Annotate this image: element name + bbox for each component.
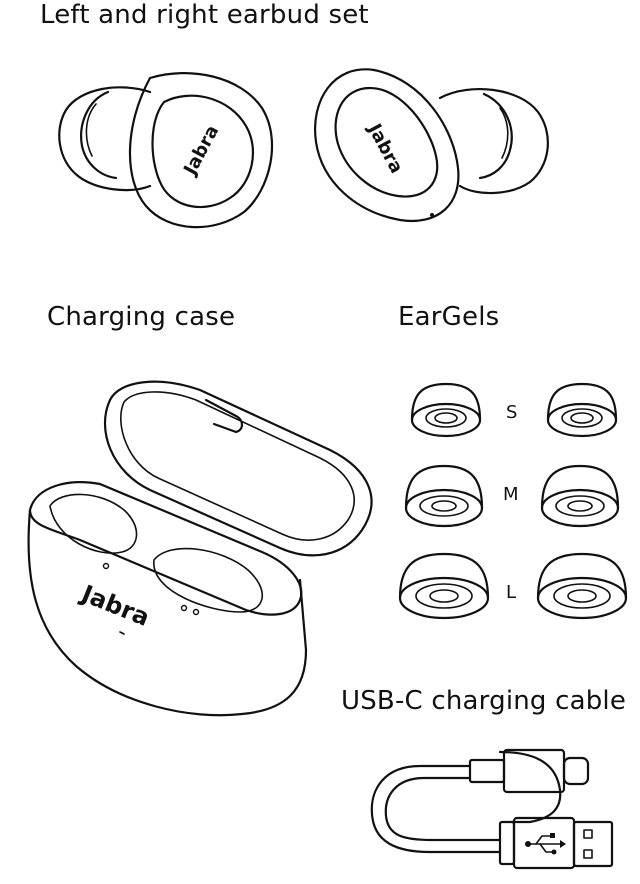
size-label-s: S <box>506 402 517 423</box>
eargel-icon <box>540 464 620 528</box>
charging-case-icon: Jabra <box>27 380 373 717</box>
eargel-icon <box>536 552 628 620</box>
size-label-m: M <box>503 484 519 505</box>
eargel-icon <box>410 382 482 438</box>
eargel-icon <box>546 382 618 438</box>
case-brand: Jabra <box>76 579 154 632</box>
usb-c-cable-icon <box>370 748 614 870</box>
usb-cable-heading: USB-C charging cable <box>341 686 627 716</box>
left-earbud-brand: Jabra <box>179 122 223 180</box>
charging-case-heading: Charging case <box>47 302 236 332</box>
eargel-icon <box>398 552 490 620</box>
usb-symbol-icon <box>525 833 566 855</box>
right-earbud-icon: Jabra <box>314 68 549 223</box>
size-label-l: L <box>506 582 516 603</box>
eargels-heading: EarGels <box>398 302 500 332</box>
eargels-group: S M L <box>398 382 628 620</box>
earbuds-heading: Left and right earbud set <box>40 0 369 30</box>
left-earbud-icon: Jabra <box>58 72 274 229</box>
right-earbud-brand: Jabra <box>363 119 407 177</box>
eargel-icon <box>404 464 484 528</box>
